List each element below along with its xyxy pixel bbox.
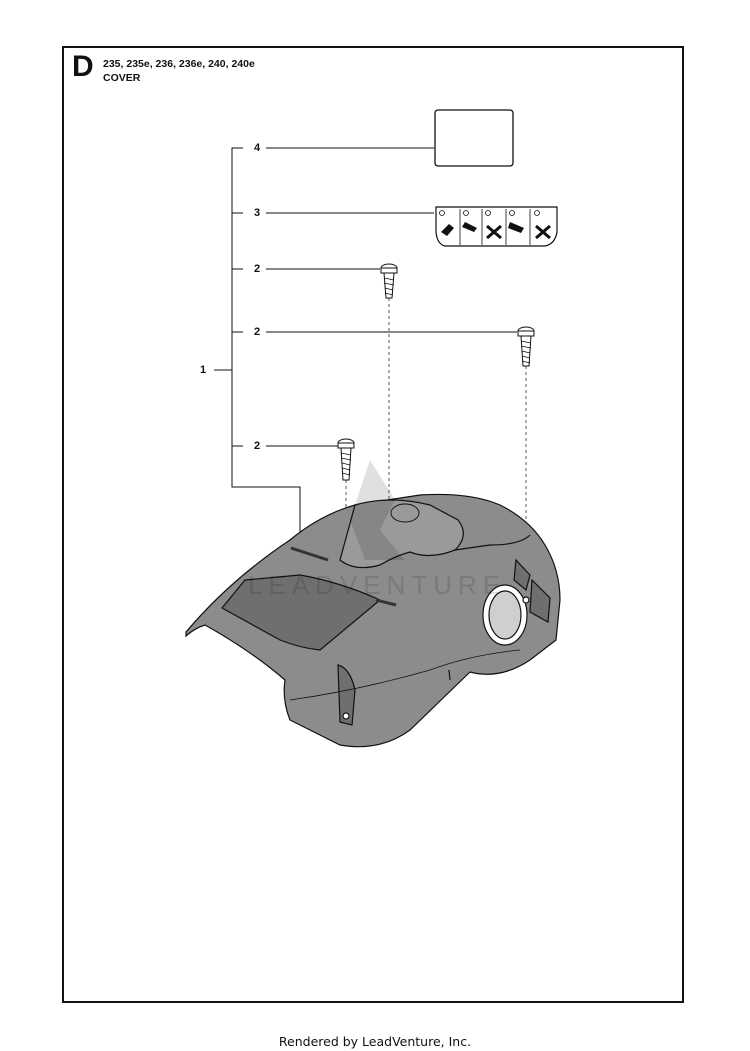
callout-part-3: 3	[254, 207, 261, 219]
cylinder-cover	[185, 493, 561, 748]
diagram-title: COVER	[103, 72, 141, 84]
callout-part-2-top: 2	[254, 263, 261, 275]
label-blank	[434, 109, 514, 167]
watermark: LEADVENTURE	[248, 460, 506, 600]
screw-top-center	[380, 263, 398, 540]
callout-part-2-middle: 2	[254, 326, 261, 338]
decal-strip	[435, 206, 558, 247]
watermark-text: LEADVENTURE	[248, 570, 506, 600]
diagram-frame	[62, 46, 684, 1003]
leader-lines	[214, 147, 517, 540]
callout-part-2-bottom: 2	[254, 440, 261, 452]
callout-part-4: 4	[254, 142, 261, 154]
callout-part-1: 1	[200, 364, 207, 376]
footer-credit: Rendered by LeadVenture, Inc.	[278, 1034, 472, 1049]
section-letter: D	[72, 50, 94, 83]
model-list: 235, 235e, 236, 236e, 240, 240e	[103, 58, 255, 70]
